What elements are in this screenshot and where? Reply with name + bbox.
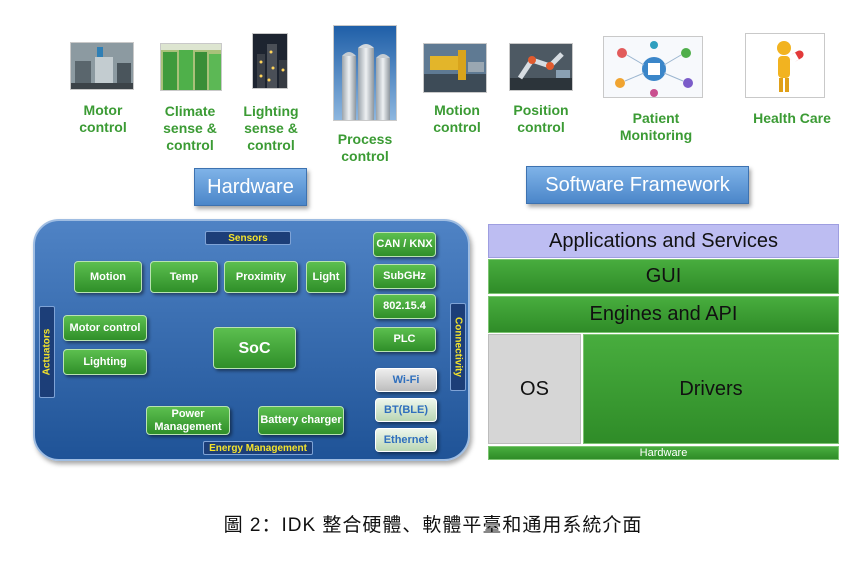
app-label-motor-control: Motor control: [79, 102, 127, 135]
app-label-climate: Climate sense & control: [163, 103, 217, 153]
os-layer: OS: [488, 334, 581, 444]
connectivity-wifi: Wi-Fi: [375, 368, 437, 392]
climate-tanks-photo-icon: [160, 43, 222, 91]
applications-services-layer: Applications and Services: [488, 224, 839, 258]
connectivity-bt-ble: BT(BLE): [375, 398, 437, 422]
sensor-temp: Temp: [150, 261, 218, 293]
sensors-label: Sensors: [205, 231, 291, 245]
sensor-proximity: Proximity: [224, 261, 298, 293]
software-hardware-layer: Hardware: [488, 446, 839, 460]
motor-factory-photo-icon: [70, 42, 134, 90]
app-label-motion: Motion control: [433, 102, 481, 135]
soc-box: SoC: [213, 327, 296, 369]
energy-battery-charger: Battery charger: [258, 406, 344, 435]
power-management-label: Power Management: [154, 407, 222, 433]
app-label-position: Position control: [513, 102, 569, 135]
app-label-health-care: Health Care: [753, 110, 831, 126]
sensor-motion: Motion: [74, 261, 142, 293]
energy-management-label: Energy Management: [203, 441, 313, 455]
actuators-label: Actuators: [39, 306, 55, 398]
process-silos-photo-icon: [333, 25, 397, 121]
app-label-lighting: Lighting sense & control: [243, 103, 299, 153]
health-care-figure-icon: [745, 33, 825, 98]
app-label-patient-monitoring: Patient Monitoring: [619, 110, 693, 143]
hardware-header: Hardware: [194, 168, 307, 206]
software-framework-header: Software Framework: [526, 166, 749, 204]
connectivity-label: Connectivity: [450, 303, 466, 391]
connectivity-802-15-4: 802.15.4: [373, 294, 436, 319]
sensor-light: Light: [306, 261, 346, 293]
figure-caption: 圖 2：IDK 整合硬體、軟體平臺和通用系統介面: [223, 515, 643, 536]
connectivity-can-knx: CAN / KNX: [373, 232, 436, 257]
connectivity-plc: PLC: [373, 327, 436, 352]
connectivity-subghz: SubGHz: [373, 264, 436, 289]
app-label-process: Process control: [337, 131, 393, 164]
actuator-motor-control: Motor control: [63, 315, 147, 341]
connectivity-label-text: Connectivity: [452, 316, 464, 378]
motion-machine-photo-icon: [423, 43, 487, 93]
energy-power-management: Power Management: [146, 406, 230, 435]
patient-monitoring-diagram-icon: [603, 36, 703, 98]
engines-api-layer: Engines and API: [488, 296, 839, 333]
actuator-lighting: Lighting: [63, 349, 147, 375]
lighting-city-night-photo-icon: [252, 33, 288, 89]
drivers-layer: Drivers: [583, 334, 839, 444]
gui-layer: GUI: [488, 259, 839, 294]
connectivity-ethernet: Ethernet: [375, 428, 437, 452]
actuators-label-text: Actuators: [41, 328, 53, 376]
position-robot-arm-photo-icon: [509, 43, 573, 91]
